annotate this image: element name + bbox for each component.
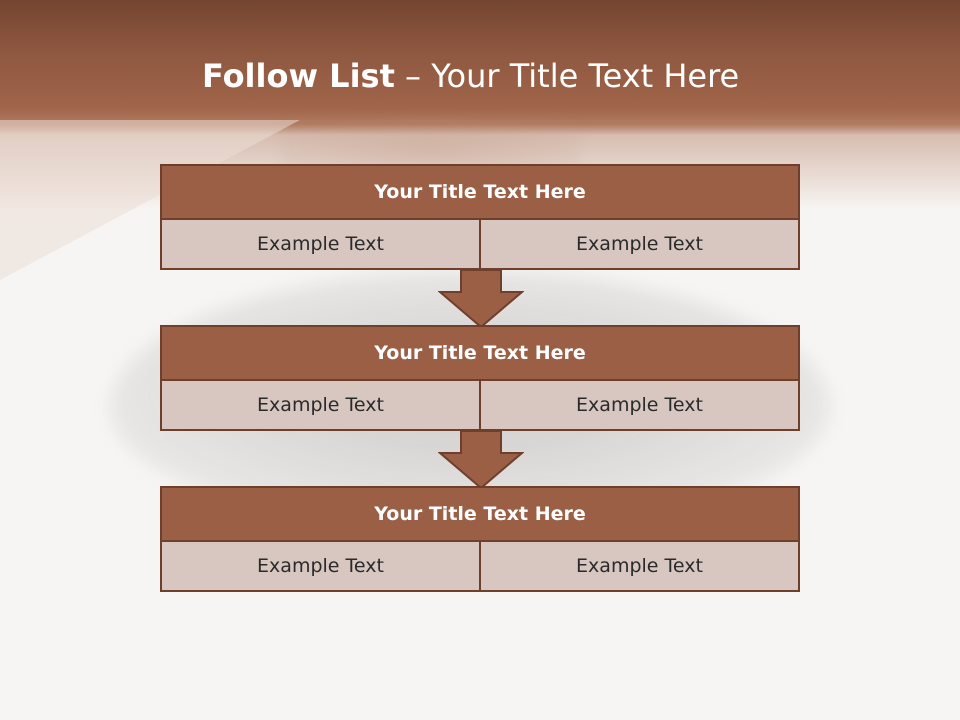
stage-cell-right: Example Text	[479, 542, 798, 590]
stage-row: Example Text Example Text	[160, 542, 800, 592]
down-arrow-icon	[438, 431, 524, 489]
stage-cell-right: Example Text	[479, 220, 798, 268]
stage-title: Your Title Text Here	[160, 164, 800, 220]
stage-cell-left: Example Text	[162, 542, 479, 590]
page-title-bold: Follow List	[202, 57, 395, 95]
stage-3: Your Title Text Here Example Text Exampl…	[160, 486, 800, 592]
stage-row: Example Text Example Text	[160, 220, 800, 270]
stage-row: Example Text Example Text	[160, 381, 800, 431]
stage-cell-left: Example Text	[162, 220, 479, 268]
stage-1: Your Title Text Here Example Text Exampl…	[160, 164, 800, 270]
stage-title: Your Title Text Here	[160, 325, 800, 381]
stage-cell-right: Example Text	[479, 381, 798, 429]
stage-cell-left: Example Text	[162, 381, 479, 429]
stage-2: Your Title Text Here Example Text Exampl…	[160, 325, 800, 431]
header-band	[0, 0, 960, 135]
down-arrow-icon	[438, 270, 524, 328]
stage-title: Your Title Text Here	[160, 486, 800, 542]
page-title: Follow List – Your Title Text Here	[202, 56, 739, 100]
page-title-rest: – Your Title Text Here	[394, 57, 740, 95]
